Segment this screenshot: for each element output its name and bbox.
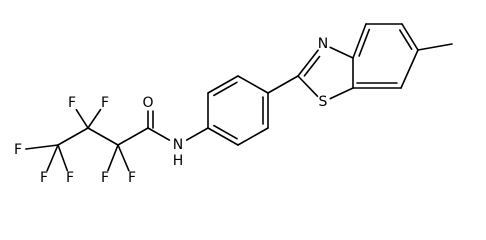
bond-cF-f1	[25, 144, 59, 150]
bond-b3a-b4	[352, 23, 367, 59]
atom-label-n1: N	[318, 36, 328, 52]
bond-n1-b3a	[329, 46, 354, 59]
bond-b7a-s1	[329, 87, 354, 100]
bond-cF-f2	[46, 144, 59, 172]
bond-cF-c3	[57, 127, 89, 146]
bond-b6-b7	[400, 49, 419, 89]
bond-c3-c2	[87, 127, 119, 146]
atom-label-f3: F	[66, 170, 74, 186]
bond-s1-c2t	[297, 75, 319, 98]
bond-lines	[25, 23, 453, 172]
bond-a3-a4	[237, 75, 269, 94]
bond-c2t-n1-inner	[303, 55, 321, 77]
bond-b3a-b4-inner	[358, 28, 371, 57]
bond-a2-a3	[207, 75, 239, 94]
bond-c2-f6	[107, 144, 119, 172]
atom-label-f6: F	[101, 170, 109, 186]
bond-c2t-n1	[297, 49, 319, 77]
bond-b5-b6	[401, 23, 419, 51]
bond-c3-f4	[75, 108, 89, 129]
bond-a2-a3-inner	[213, 81, 238, 97]
bond-a6-a1-inner	[213, 124, 238, 140]
bond-c3-f5	[87, 108, 102, 129]
bond-a6-a1	[207, 127, 239, 146]
bond-nh-a1	[185, 127, 209, 141]
atom-label-o1: O	[142, 95, 153, 111]
atom-label-f5: F	[101, 95, 109, 111]
atom-label-f1: F	[14, 142, 22, 158]
bond-b6-me	[417, 43, 453, 51]
bond-cF-f3	[57, 144, 69, 172]
atom-label-f2: F	[40, 170, 48, 186]
bond-a5-a6	[237, 127, 269, 146]
bond-cC-nh	[147, 127, 171, 141]
atom-label-f7: F	[128, 170, 136, 186]
atom-label-f4: F	[68, 95, 76, 111]
bond-b5-b6-inner	[399, 29, 413, 51]
bond-c2-cC	[117, 127, 149, 146]
atom-label-s1: S	[319, 94, 328, 110]
bond-c2-f7	[117, 144, 130, 172]
bond-a4-c2t	[267, 75, 299, 94]
